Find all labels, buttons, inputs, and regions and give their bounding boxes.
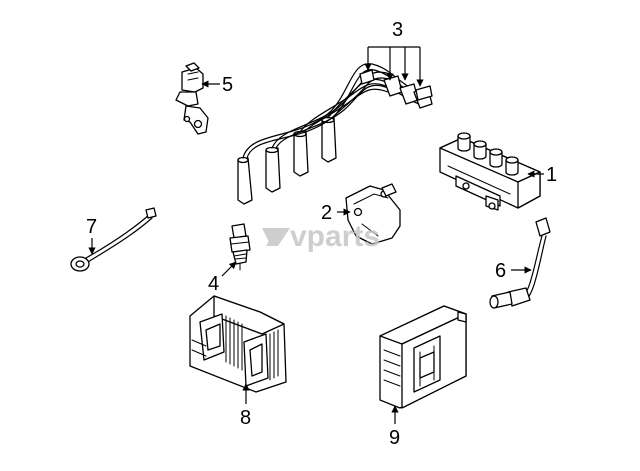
callout-7: 7 [86,216,97,238]
pcm-part[interactable] [379,305,467,409]
ignition-module-part[interactable] [345,183,401,245]
spark-plug-part[interactable] [229,223,251,271]
watermark-text: vparts [290,220,380,253]
ecm-part[interactable] [189,295,287,393]
cam-sensor-part[interactable] [175,62,209,135]
callout-labels: 1 2 3 4 5 6 7 8 9 [86,19,557,449]
callout-1: 1 [546,164,557,186]
callout-4: 4 [208,273,219,295]
crank-sensor-part[interactable] [489,217,551,309]
spark-plug-wires-part[interactable] [237,63,433,205]
callout-5: 5 [222,74,233,96]
callout-leaders [88,46,544,424]
knock-sensor-part[interactable] [70,207,157,272]
callout-3: 3 [392,19,403,41]
callout-8: 8 [240,407,251,429]
watermark-logo: vparts [262,220,380,253]
ignition-coil-part[interactable] [439,132,541,211]
callout-9: 9 [389,427,400,449]
callout-6: 6 [495,260,506,282]
callout-2: 2 [321,202,332,224]
